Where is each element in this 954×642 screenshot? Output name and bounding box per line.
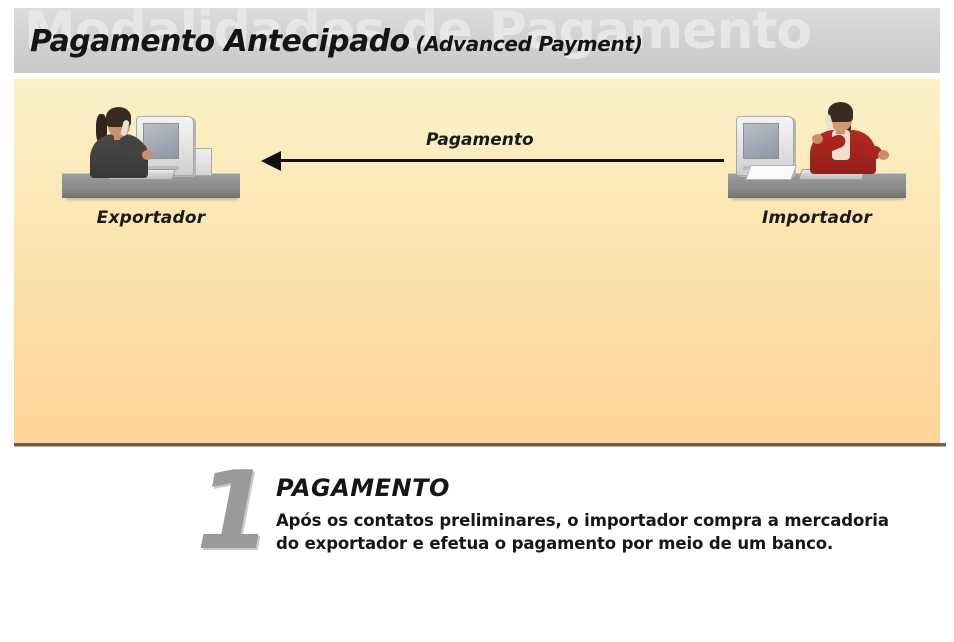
actor-exportador: Exportador	[62, 104, 240, 228]
page-title: Pagamento Antecipado	[30, 24, 410, 59]
exportador-person-icon	[84, 106, 162, 178]
section-divider-highlight	[14, 446, 946, 447]
payment-arrow-label: Pagamento	[426, 130, 534, 150]
monitor-screen	[743, 123, 779, 159]
person-hair	[828, 102, 853, 122]
section-divider	[14, 443, 946, 446]
importador-person-icon	[796, 102, 892, 178]
payment-arrow-line	[278, 159, 724, 162]
person-hand	[812, 134, 823, 144]
importador-clipart-icon	[728, 102, 906, 200]
header-watermark-text: Modalidades de Pagamento	[24, 8, 812, 61]
header-title-group: Pagamento Antecipado(Advanced Payment)	[30, 24, 643, 59]
hair-back	[96, 114, 107, 144]
step-description: Após os contatos preliminares, o importa…	[276, 509, 936, 555]
exportador-clipart-icon	[62, 104, 240, 200]
slide-header-band: Modalidades de Pagamento Pagamento Antec…	[14, 8, 940, 73]
actor-importador: Importador	[728, 102, 906, 228]
person-hand	[878, 150, 889, 160]
actor-label-importador: Importador	[761, 208, 873, 228]
step-title: PAGAMENTO	[276, 474, 450, 502]
diagram-panel: Exportador Pagamento	[14, 79, 940, 445]
papers-icon	[745, 165, 797, 180]
actor-label-exportador: Exportador	[96, 208, 206, 228]
step-description-line: Após os contatos preliminares, o importa…	[276, 511, 889, 530]
person-hand	[142, 150, 153, 160]
monitor-vent	[143, 166, 179, 170]
glasses-icon	[110, 119, 128, 126]
step-description-line: do exportador e efetua o pagamento por m…	[276, 534, 834, 553]
page-subtitle: (Advanced Payment)	[415, 32, 643, 56]
desk-shadow	[66, 196, 238, 200]
step-number: 1	[196, 449, 272, 574]
desk-shadow	[732, 196, 904, 200]
payment-arrow-head-icon	[261, 151, 281, 171]
